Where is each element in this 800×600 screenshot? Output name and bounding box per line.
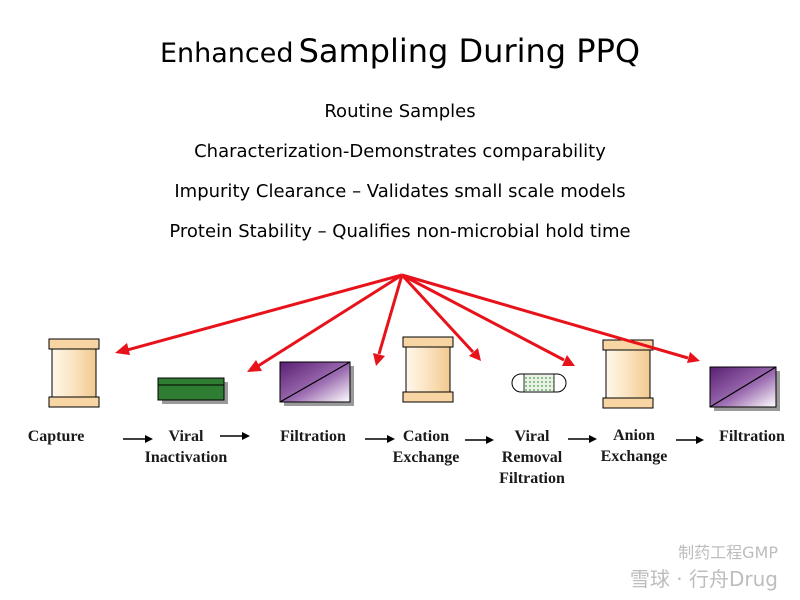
process-arrow-6 (676, 436, 704, 444)
bullet-characterization: Characterization-Demonstrates comparabil… (194, 141, 606, 162)
title-part-1: Enhanced (159, 38, 294, 69)
process-arrow-2 (220, 432, 250, 440)
sample-arrow-filtration-2 (401, 273, 700, 363)
bullet-protein-stability: Protein Stability – Qualifies non-microb… (169, 221, 631, 242)
capture-column-icon (48, 338, 100, 408)
title-part-2: Sampling During PPQ (298, 32, 641, 70)
bullet-impurity-clearance: Impurity Clearance – Validates small sca… (174, 181, 626, 202)
viral-inactivation-tank-icon (157, 377, 228, 404)
watermark-line-1: 制药工程GMP (678, 543, 778, 562)
process-arrow-1 (123, 435, 153, 443)
watermark: 制药工程GMP 雪球 · 行舟Drug (630, 539, 778, 592)
step-label-filtration-2: Filtration (719, 428, 785, 445)
process-arrow-4 (465, 436, 494, 444)
step-label-viral-inactivation: Viral Inactivation (144, 428, 228, 466)
step-label-filtration-1: Filtration (280, 428, 346, 445)
page-title: Enhanced Sampling During PPQ (0, 32, 800, 70)
watermark-line-2: 雪球 · 行舟Drug (629, 567, 778, 591)
sample-arrow-cation-exchange (400, 273, 481, 361)
sample-arrow-filtration-1 (373, 274, 404, 366)
anion-exchange-column-icon (602, 339, 654, 409)
sample-arrow-viral-removal (401, 273, 575, 366)
step-label-viral-removal-filtration: Viral Removal Filtration (499, 428, 565, 487)
bullet-routine-samples: Routine Samples (324, 101, 476, 122)
filtration-2-filter-icon (709, 366, 780, 411)
step-label-cation-exchange: Cation Exchange (392, 428, 460, 466)
viral-removal-filter-icon (511, 373, 567, 393)
sample-arrow-viral-inactivation (247, 273, 403, 372)
process-arrow-5 (568, 435, 597, 443)
process-arrow-3 (365, 435, 395, 443)
filtration-1-filter-icon (279, 361, 354, 406)
sample-arrow-capture (115, 273, 403, 355)
cation-exchange-column-icon (402, 336, 454, 403)
step-label-anion-exchange: Anion Exchange (600, 427, 668, 465)
step-label-capture: Capture (27, 428, 85, 445)
